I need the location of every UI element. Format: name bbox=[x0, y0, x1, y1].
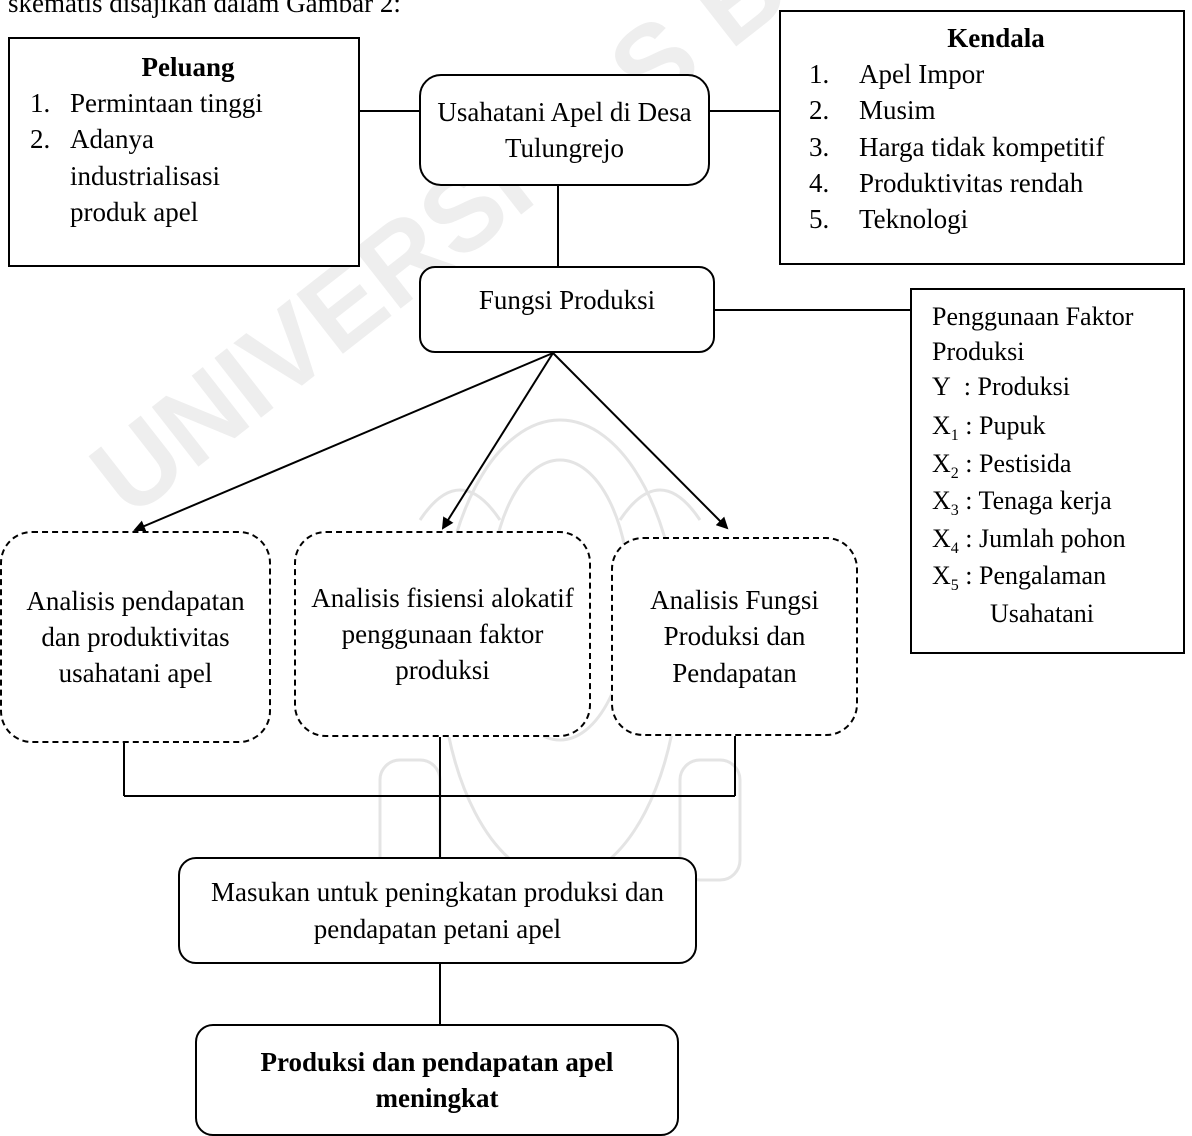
factor-text: : Pupuk bbox=[958, 410, 1046, 440]
list-number: 5. bbox=[809, 203, 830, 234]
caption-text: skematis disajikan dalam Gambar 2: bbox=[8, 0, 401, 18]
list-item: 4. Produktivitas rendah bbox=[809, 165, 1173, 201]
faktor-title: Penggunaan Faktor Produksi bbox=[932, 302, 1134, 366]
list-text: Permintaan tinggi bbox=[70, 88, 263, 119]
factor-subscript: 2 bbox=[950, 464, 959, 482]
factor-text: : Jumlah pohon bbox=[958, 523, 1126, 553]
peluang-title: Peluang bbox=[141, 52, 235, 82]
analisis-fungsi-text: Analisis Fungsi Produksi dan Pendapatan bbox=[650, 585, 819, 688]
list-item: 2. Adanya industrialisasi produk apel bbox=[30, 121, 346, 230]
factor-subscript: 4 bbox=[950, 539, 959, 557]
factor-symbol: X bbox=[932, 486, 951, 516]
caption: skematis disajikan dalam Gambar 2: bbox=[8, 0, 708, 21]
list-number: 2. bbox=[809, 95, 830, 126]
factor-continuation: Usahatani bbox=[990, 599, 1094, 628]
faktor-produksi-box: Penggunaan Faktor Produksi Y : Produksi … bbox=[910, 288, 1185, 654]
factor-subscript: 3 bbox=[950, 502, 959, 520]
list-number: 4. bbox=[809, 167, 830, 198]
factor-symbol: X bbox=[932, 523, 951, 553]
factor-text: : Pestisida bbox=[958, 448, 1072, 478]
list-number: 1. bbox=[30, 88, 51, 119]
factor-symbol: X bbox=[932, 410, 951, 440]
factor-text: : Tenaga kerja bbox=[958, 486, 1112, 516]
factor-item: X4 : Jumlah pohon bbox=[932, 522, 1175, 560]
list-number: 3. bbox=[809, 131, 830, 162]
list-item: 5. Teknologi bbox=[809, 201, 1173, 237]
analisis-pendapatan-box: Analisis pendapatan dan produktivitas us… bbox=[0, 531, 271, 743]
kendala-title: Kendala bbox=[947, 23, 1045, 53]
analisis-efisiensi-text: Analisis fisiensi alokatif penggunaan fa… bbox=[311, 582, 574, 686]
list-item: 1. Apel Impor bbox=[809, 56, 1173, 92]
fungsi-produksi-box: Fungsi Produksi bbox=[419, 266, 715, 353]
list-text: Adanya industrialisasi produk apel bbox=[70, 124, 220, 227]
fungsi-produksi-text: Fungsi Produksi bbox=[478, 285, 656, 315]
hasil-text: Produksi dan pendapatan apel meningkat bbox=[260, 1046, 614, 1113]
list-item: 2. Musim bbox=[809, 92, 1173, 128]
factor-subscript: 1 bbox=[950, 427, 959, 445]
list-text: Harga tidak kompetitif bbox=[859, 131, 1105, 162]
factor-item: X2 : Pestisida bbox=[932, 447, 1175, 485]
kendala-list: 1. Apel Impor 2. Musim 3. Harga tidak kompe… bbox=[809, 56, 1173, 237]
factor-subscript: 5 bbox=[950, 577, 959, 595]
list-text: Musim bbox=[859, 95, 936, 126]
masukan-box: Masukan untuk peningkatan produksi dan p… bbox=[178, 857, 697, 964]
faktor-list: Y : Produksi X1 : Pupuk X2 : Pestisida X… bbox=[932, 370, 1175, 632]
kendala-box: Kendala 1. Apel Impor 2. Musim 3. Harga tid… bbox=[779, 10, 1185, 265]
masukan-text: Masukan untuk peningkatan produksi dan p… bbox=[211, 877, 664, 944]
factor-symbol: X bbox=[932, 561, 951, 591]
analisis-pendapatan-text: Analisis pendapatan dan produktivitas us… bbox=[26, 585, 245, 689]
analisis-efisiensi-box: Analisis fisiensi alokatif penggunaan fa… bbox=[294, 531, 591, 737]
list-text: Apel Impor bbox=[859, 59, 985, 90]
factor-item: X1 : Pupuk bbox=[932, 409, 1175, 447]
usahatani-text: Usahatani Apel di Desa Tulungrejo bbox=[437, 96, 692, 163]
analisis-fungsi-box: Analisis Fungsi Produksi dan Pendapatan bbox=[611, 537, 858, 736]
factor-text: : Pengalaman bbox=[958, 561, 1107, 591]
hasil-box: Produksi dan pendapatan apel meningkat bbox=[195, 1024, 679, 1136]
factor-item: X3 : Tenaga kerja bbox=[932, 484, 1175, 522]
factor-symbol: X bbox=[932, 448, 951, 478]
factor-text: : Produksi bbox=[950, 371, 1070, 401]
usahatani-box: Usahatani Apel di Desa Tulungrejo bbox=[419, 74, 710, 186]
factor-item: X5 : Pengalaman bbox=[932, 559, 1175, 597]
factor-item: Y : Produksi bbox=[932, 370, 1175, 409]
list-item: 1. Permintaan tinggi bbox=[30, 85, 346, 121]
list-text: Teknologi bbox=[859, 203, 969, 234]
peluang-list: 1. Permintaan tinggi 2. Adanya industria… bbox=[30, 85, 346, 230]
list-item: 3. Harga tidak kompetitif bbox=[809, 129, 1173, 165]
list-number: 2. bbox=[30, 124, 51, 155]
factor-symbol: Y bbox=[932, 371, 951, 401]
peluang-box: Peluang 1. Permintaan tinggi 2. Adanya i… bbox=[8, 37, 360, 267]
list-text: Produktivitas rendah bbox=[859, 167, 1084, 198]
list-number: 1. bbox=[809, 59, 830, 90]
